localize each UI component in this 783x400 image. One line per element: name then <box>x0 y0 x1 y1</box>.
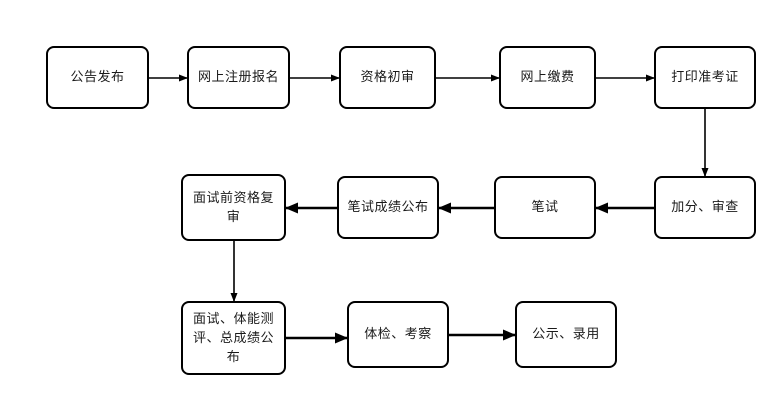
flow-node-n1[interactable] <box>46 46 149 109</box>
edges-layer <box>148 74 709 344</box>
flow-edge-e5-arrowhead <box>701 168 709 177</box>
flow-node-n4[interactable] <box>499 46 596 109</box>
flow-node-n12[interactable] <box>515 301 617 368</box>
flow-edge-e11-arrowhead <box>503 329 516 341</box>
flow-node-n3[interactable] <box>339 46 436 109</box>
flow-node-n8[interactable] <box>337 176 439 239</box>
flow-edge-e9-arrowhead <box>230 293 238 302</box>
flow-node-n2[interactable] <box>187 46 290 109</box>
flow-edge-e8-arrowhead <box>285 202 298 214</box>
flow-edge-e7-arrowhead <box>438 202 451 214</box>
flow-edge-e3-arrowhead <box>491 74 500 82</box>
flow-node-n7[interactable] <box>494 176 596 239</box>
flow-edge-e2-arrowhead <box>331 74 340 82</box>
flow-edge-e1-arrowhead <box>179 74 188 82</box>
nodes-layer <box>46 46 756 375</box>
flow-edge-e6-arrowhead <box>595 202 608 214</box>
flow-node-n6[interactable] <box>654 176 756 239</box>
flow-node-n10[interactable] <box>181 301 286 375</box>
flow-edge-e10-arrowhead <box>335 332 348 344</box>
flow-node-n9[interactable] <box>181 174 286 241</box>
flow-node-n5[interactable] <box>654 46 756 109</box>
flow-edge-e4-arrowhead <box>646 74 655 82</box>
flow-node-n11[interactable] <box>347 301 449 368</box>
